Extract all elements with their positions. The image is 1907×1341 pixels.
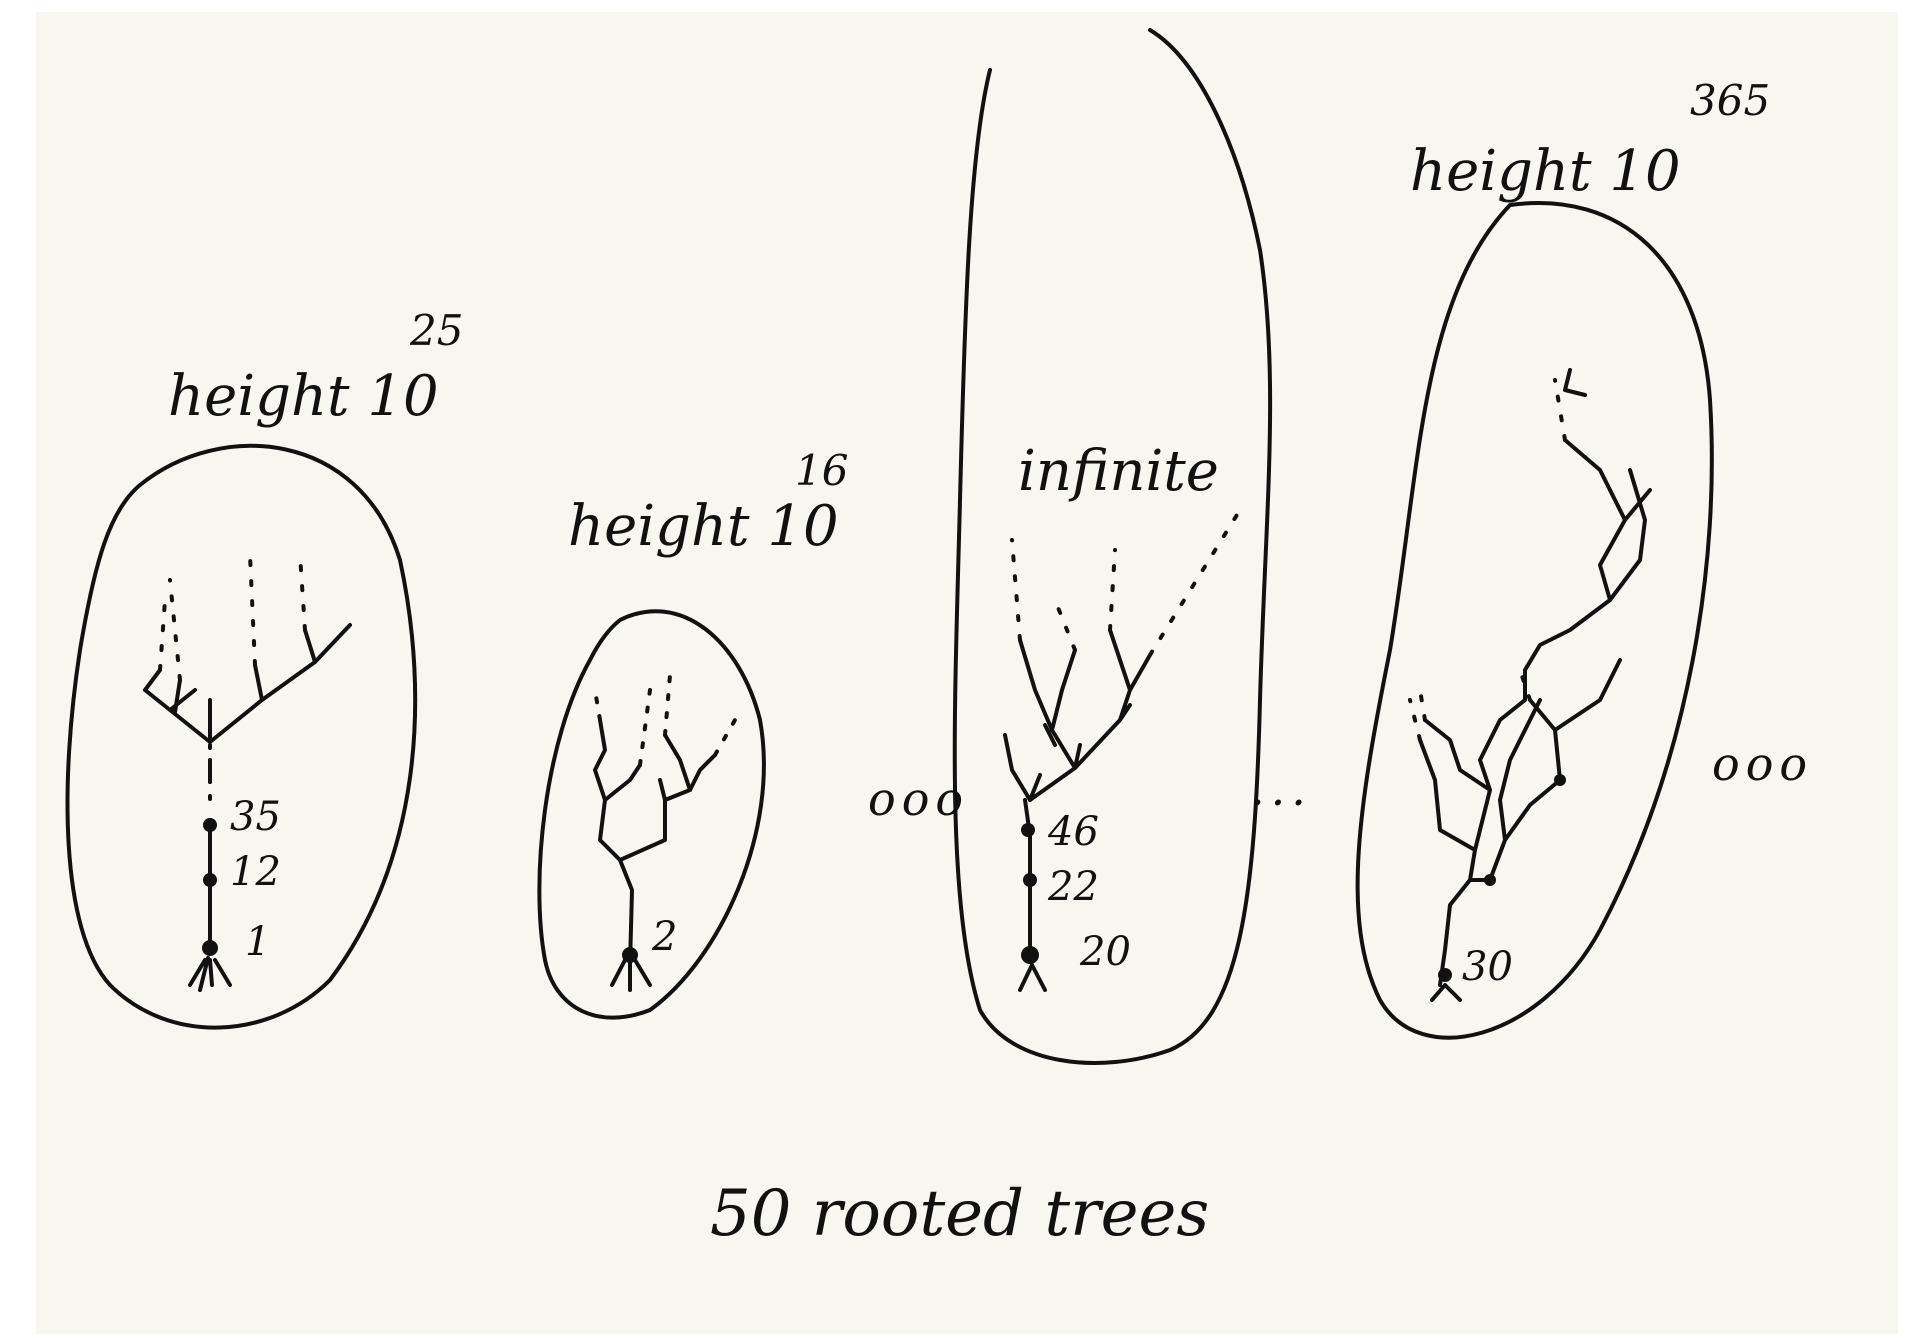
ellipsis-between-trees: ooo <box>868 772 969 826</box>
tree-3-node-label: 20 <box>1079 929 1131 975</box>
tree-3-node <box>1021 823 1035 837</box>
tree-4-node-label: 30 <box>1462 944 1513 990</box>
tree-1-dotted-branches <box>160 555 305 680</box>
tree-3-node-label: 22 <box>1047 864 1099 910</box>
tree-4-node <box>1484 874 1496 886</box>
tree-4-boundary <box>1358 203 1712 1038</box>
tree-1-node <box>203 873 217 887</box>
tree-4-branches <box>1420 440 1650 1000</box>
ellipsis-between-trees: ... <box>1250 762 1312 816</box>
tree-3-node-label: 46 <box>1047 809 1099 855</box>
tree-4-top-mark <box>1565 370 1585 395</box>
tree-1-node <box>203 818 217 832</box>
tree-3-dotted-branches <box>1012 510 1240 655</box>
tree-4-height-label: height 10 <box>1410 139 1681 204</box>
tree-4-root <box>1438 968 1452 982</box>
tree-2-exponent: 16 <box>795 446 848 495</box>
tree-1-exponent: 25 <box>409 306 463 355</box>
tree-3-boundary <box>955 30 1270 1063</box>
tree-1-boundary <box>68 446 416 1028</box>
tree-4-exponent: 365 <box>1690 76 1770 125</box>
tree-4-group: height 10 365 30 <box>1358 76 1771 1038</box>
tree-3-group: infinite 46 22 20 <box>955 30 1270 1063</box>
tree-1-node-label: 12 <box>230 849 281 895</box>
tree-3-root <box>1021 946 1039 964</box>
tree-1-node-label: 1 <box>245 919 270 965</box>
tree-2-root <box>622 947 638 963</box>
caption: 50 rooted trees <box>710 1177 1209 1251</box>
tree-1-height-label: height 10 <box>168 364 439 429</box>
tree-4-node <box>1554 774 1566 786</box>
tree-2-group: height 10 16 2 <box>539 446 848 1018</box>
tree-3-node <box>1023 873 1037 887</box>
tree-1-node-label: 35 <box>230 794 281 840</box>
tree-1-root <box>202 940 218 956</box>
tree-4-dotted-branches <box>1410 380 1565 740</box>
tree-1-group: height 10 25 35 12 1 <box>68 306 464 1028</box>
tree-2-height-label: height 10 <box>568 494 839 559</box>
tree-3-height-label: infinite <box>1018 439 1219 504</box>
tree-2-node-label: 2 <box>651 914 677 960</box>
ellipsis-after-trees: ooo <box>1712 737 1813 791</box>
tree-2-dotted-branches <box>595 675 735 765</box>
